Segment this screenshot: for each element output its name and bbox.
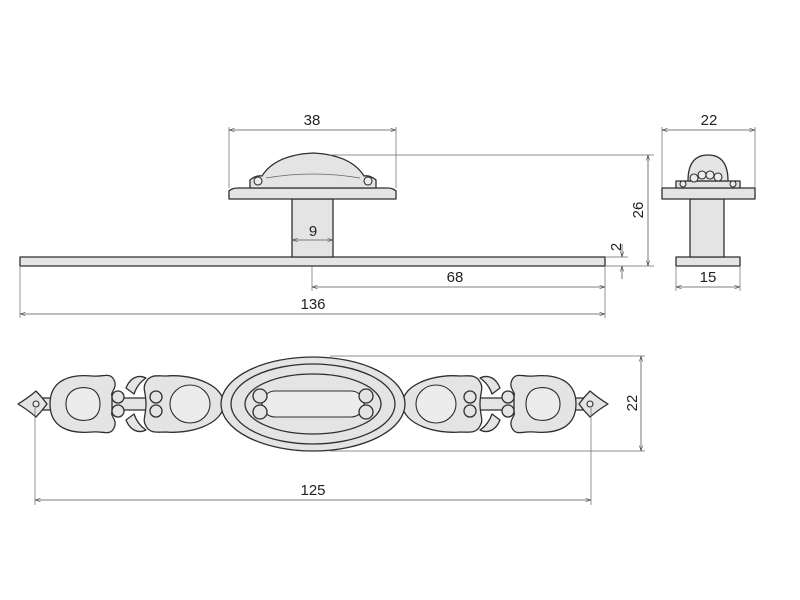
- backplate-left-ornament: [17, 374, 231, 434]
- dim-height-label: 26: [630, 202, 647, 219]
- dimension-labels: 38 22 9 26 2 68 15 136 22 125: [300, 112, 717, 499]
- dim-end-width-label: 22: [701, 112, 718, 129]
- dim-hole-distance-label: 125: [300, 482, 325, 499]
- dim-half-length-label: 68: [447, 269, 464, 286]
- knob-dome-inner-line: [265, 173, 361, 179]
- end-flange: [661, 187, 756, 200]
- knob-detail-left: [253, 176, 263, 186]
- central-bead: [358, 388, 374, 404]
- dim-plate-length-label: 136: [300, 296, 325, 313]
- end-bead: [689, 173, 699, 183]
- end-stem: [689, 198, 725, 258]
- dim-thickness-label: 2: [608, 243, 625, 251]
- knob-stem: [291, 198, 334, 258]
- central-slot: [261, 390, 365, 418]
- knob-dome: [249, 152, 377, 189]
- front-view: [17, 356, 609, 452]
- end-bead: [705, 170, 715, 180]
- end-bead: [729, 180, 737, 188]
- dim-plate-height-label: 22: [624, 395, 641, 412]
- central-bead: [252, 404, 268, 420]
- dim-base-width-label: 15: [700, 269, 717, 286]
- side-view: [19, 152, 606, 267]
- knob-flange: [228, 187, 397, 200]
- knob-detail-right: [363, 176, 373, 186]
- end-bead: [679, 180, 687, 188]
- dimension-lines: [19, 127, 756, 505]
- end-bead: [697, 170, 707, 180]
- backplate-right-ornament: [395, 374, 609, 434]
- end-bead: [713, 172, 723, 182]
- end-base: [675, 256, 741, 267]
- end-view: [661, 154, 756, 267]
- backplate-side: [19, 256, 606, 267]
- dim-knob-width-label: 38: [304, 112, 321, 129]
- central-bead: [358, 404, 374, 420]
- dim-stem-width-label: 9: [309, 223, 317, 240]
- central-bead: [252, 388, 268, 404]
